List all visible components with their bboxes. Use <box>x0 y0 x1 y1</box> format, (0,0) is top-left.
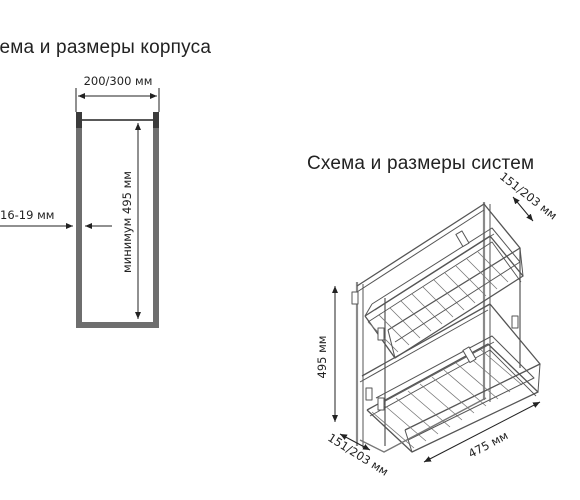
cabinet-right-wall <box>153 118 159 326</box>
wall-thickness-label: 16-19 мм <box>0 208 54 222</box>
cabinet-left-wall <box>76 118 82 326</box>
system-height-label: 495 мм <box>315 336 329 379</box>
system-top-width-dimension <box>512 196 534 222</box>
cabinet-diagram: 200/300 мм 16-19 мм минимум 495 мм <box>0 74 160 328</box>
system-dimensions: 151/203 мм 495 мм 151/203 мм 475 мм <box>315 169 560 479</box>
system-bottom-width-label: 151/203 мм <box>325 430 391 478</box>
system-top-width-label: 151/203 мм <box>497 169 560 222</box>
cabinet-width-label: 200/300 мм <box>84 74 153 88</box>
system-bottom-width-dimension <box>339 433 371 451</box>
system-scheme-title: Схема и размеры систем <box>307 153 535 174</box>
cabinet-top-cap-right <box>153 112 159 128</box>
cabinet-height-label: минимум 495 мм <box>120 171 134 273</box>
system-depth-dimension <box>423 401 541 463</box>
pullout-system-diagram <box>351 202 541 453</box>
cabinet-top-cap-left <box>76 112 82 128</box>
cabinet-bottom <box>76 322 159 328</box>
cabinet-scheme-title: хема и размеры корпуса <box>0 37 212 58</box>
system-depth-label: 475 мм <box>466 428 511 461</box>
